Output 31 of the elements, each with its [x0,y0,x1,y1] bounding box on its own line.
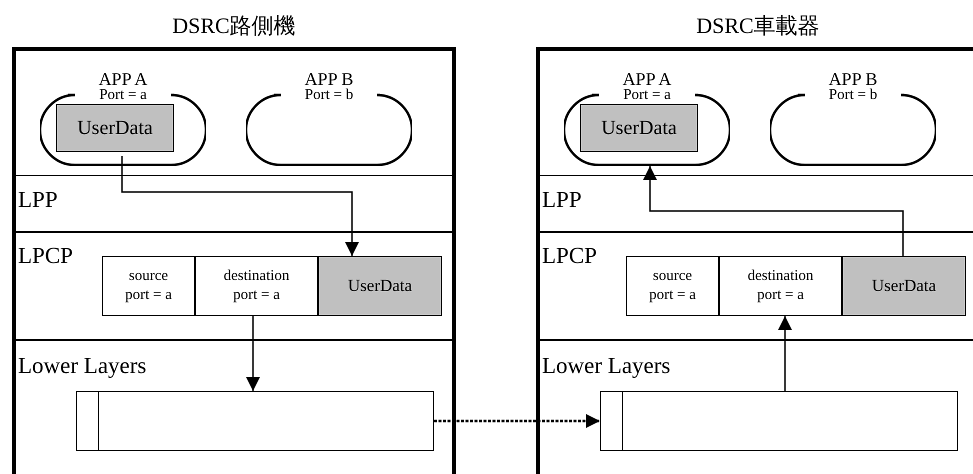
layer-label: Lower Layers [18,352,146,382]
arrow [778,316,792,391]
frame-box [76,391,434,451]
device-title: DSRC路側機 [171,12,297,40]
layer-label: LPP [18,186,58,216]
device-title: DSRC車載器 [695,12,821,40]
app-name: APP B [304,70,354,88]
app-name: APP A [98,70,148,88]
port-label: Port = a [98,88,148,103]
header-cell: destination port = a [195,256,318,316]
arrow [246,316,260,391]
port-label: Port = b [828,88,878,103]
header-cell: source port = a [626,256,719,316]
data-box: UserData [56,104,174,152]
layer-label: LPP [542,186,582,216]
layer-label: Lower Layers [542,352,670,382]
arrow [643,166,904,256]
layer-label: LPCP [542,242,597,272]
layer-label: LPCP [18,242,73,272]
data-cell: UserData [842,256,966,316]
arrow [121,156,359,256]
app-name: APP B [828,70,878,88]
header-cell: source port = a [102,256,195,316]
app-name: APP A [622,70,672,88]
port-label: Port = a [622,88,672,103]
frame-box [600,391,958,451]
port-label: Port = b [304,88,354,103]
data-box: UserData [580,104,698,152]
header-cell: destination port = a [719,256,842,316]
data-cell: UserData [318,256,442,316]
dotted-arrow [434,414,600,428]
